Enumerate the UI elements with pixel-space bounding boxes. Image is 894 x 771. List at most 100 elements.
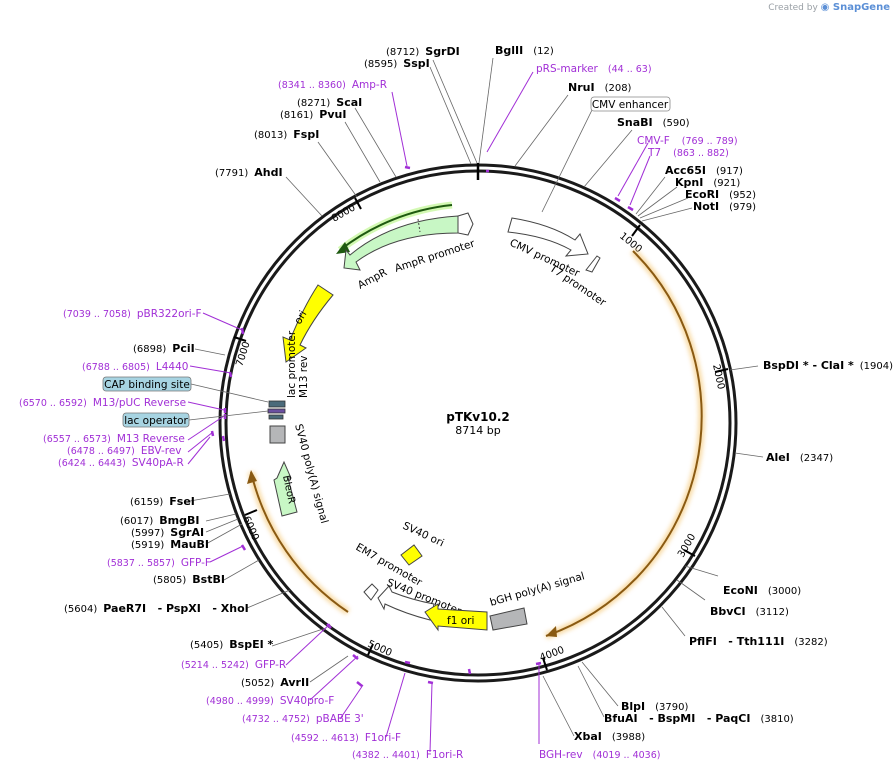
orf-arc-right xyxy=(545,250,703,637)
tick-6000-mark xyxy=(244,509,258,516)
primer-leaders xyxy=(187,71,651,753)
primer-m13-puc-reverse: (6570 .. 6592)M13/pUC Reverse xyxy=(19,397,186,409)
ori-arrow xyxy=(282,284,334,363)
tick-5000-mark xyxy=(367,643,374,656)
tick-2000: 2000 xyxy=(710,363,726,390)
label-sv40-ori: SV40 ori xyxy=(401,520,446,550)
primer-f1ori-r: (4382 .. 4401)F1ori-R xyxy=(352,749,463,761)
t7-promoter-arrow xyxy=(585,255,601,273)
primer-bgh-rev: BGH-rev(4019 .. 4036) xyxy=(539,749,660,761)
primer-labels: pRS-marker(44 .. 63) (8341 .. 8360)Amp-R… xyxy=(19,63,738,761)
cap-binding-site-box xyxy=(102,376,192,392)
label-m13-rev: M13 rev xyxy=(298,355,310,398)
site-leaders xyxy=(189,57,764,737)
label-bgh-polya: bGH poly(A) signal xyxy=(489,570,587,609)
lac-operator-box xyxy=(122,412,190,428)
f1-ori-arrow xyxy=(424,603,488,632)
ampr-promoter-arrow xyxy=(457,212,474,236)
primer-prs-marker: pRS-marker(44 .. 63) xyxy=(536,63,652,75)
site-paqci-group: BfuAI - BspMI - PaqCI(3810) xyxy=(604,712,794,725)
site-bmgbi: (6017)BmgBI xyxy=(120,514,199,527)
site-bspei: (5405)BspEI * xyxy=(190,638,274,651)
primer-cmv-f: CMV-F(769 .. 789) xyxy=(637,135,738,147)
primer-gfp-f: (5837 .. 5857)GFP-F xyxy=(107,557,211,569)
tick-4000-mark xyxy=(542,657,548,671)
tick-7000-mark xyxy=(233,336,247,342)
primer-l4440: (6788 .. 6805)L4440 xyxy=(82,361,188,373)
ampr-arrow xyxy=(343,215,459,271)
m13-rev-mark xyxy=(268,414,284,420)
primer-f1ori-f: (4592 .. 4613)F1ori-F xyxy=(291,732,401,744)
site-econi: EcoNI(3000) xyxy=(723,584,801,597)
primer-pbabe-3: (4732 .. 4752)pBABE 3' xyxy=(242,713,364,725)
label-lac-promoter: lac promoter xyxy=(286,330,298,398)
sv40-ori-box xyxy=(400,544,423,566)
primer-sv40pa-r: (6424 .. 6443)SV40pA-R xyxy=(58,457,184,469)
label-f1-ori: f1 ori xyxy=(447,615,474,627)
cmv-enhancer-box xyxy=(590,96,671,112)
site-xbai: XbaI(3988) xyxy=(574,730,645,743)
site-pvui: (8161)PvuI xyxy=(280,108,346,121)
label-lac-operator: lac operator xyxy=(124,415,188,427)
primer-sv40pro-f: (4980 .. 4999)SV40pro-F xyxy=(206,695,334,707)
boxed-feature-labels: CMV enhancer CAP binding site lac operat… xyxy=(102,96,671,428)
tick-1000: 1000 xyxy=(617,231,644,256)
site-nrui: NruI(208) xyxy=(568,81,632,94)
site-snabi: SnaBI(590) xyxy=(617,116,690,129)
em7-promoter-arrow xyxy=(363,583,379,601)
primer-m13-reverse: (6557 .. 6573)M13 Reverse xyxy=(43,433,185,445)
cap-binding-site-mark xyxy=(268,400,286,408)
site-ecori: EcoRI(952) xyxy=(685,188,756,201)
primer-t7: T7(863 .. 882) xyxy=(647,147,729,159)
bgh-polya-box xyxy=(489,607,528,631)
tick-8000: 8000 xyxy=(330,202,358,224)
label-ori: ori xyxy=(292,309,309,327)
site-pcii: (6898)PciI xyxy=(133,342,195,355)
cmv-promoter-arrow xyxy=(507,217,589,257)
plasmid-length: 8714 bp xyxy=(455,424,500,437)
credit-prefix: Created by xyxy=(768,3,818,13)
lac-operator-mark xyxy=(267,408,286,414)
site-bbvci: BbvCI(3112) xyxy=(710,605,789,618)
snapgene-logo: ◉ SnapGene xyxy=(820,2,890,13)
orange-orf-arcs xyxy=(247,248,706,640)
primer-amp-r: (8341 .. 8360)Amp-R xyxy=(278,79,387,91)
tick-8000-mark xyxy=(354,197,362,210)
site-labels: (8712)SgrDI BglII(12) (8595)SspI NruI(20… xyxy=(64,44,893,743)
site-scai: (8271)ScaI xyxy=(297,96,362,109)
label-cap-binding-site: CAP binding site xyxy=(104,379,190,391)
site-ahdi: (7791)AhdI xyxy=(215,166,283,179)
site-blpi: BlpI(3790) xyxy=(621,700,688,713)
tick-2000-mark xyxy=(714,368,729,373)
credit-brand: SnapGene xyxy=(832,2,890,13)
label-sv40-polya: SV40 poly(A) signal xyxy=(292,423,330,525)
site-fsei: (6159)FseI xyxy=(130,495,195,508)
primer-marks xyxy=(210,165,634,687)
site-xhoi-group: (5604)PaeR7I - PspXI - XhoI xyxy=(64,602,249,615)
sv40-polya-box xyxy=(269,425,286,444)
tick-3000-mark xyxy=(683,549,696,557)
label-ampr: AmpR xyxy=(356,266,389,291)
site-acc65i: Acc65I(917) xyxy=(665,164,743,177)
site-alei: AleI(2347) xyxy=(766,451,833,464)
plasmid-name: pTKv10.2 xyxy=(446,410,510,424)
site-tth111i-group: PflFI - Tth111I(3282) xyxy=(689,635,828,648)
site-fspi: (8013)FspI xyxy=(254,128,319,141)
site-sspi: (8595)SspI xyxy=(364,57,430,70)
label-cmv-enhancer: CMV enhancer xyxy=(592,99,669,111)
tick-1000-mark xyxy=(631,224,641,237)
site-kpni: KpnI(921) xyxy=(675,176,740,189)
site-sgrdi: (8712)SgrDI xyxy=(386,45,460,58)
orf-arc-left xyxy=(250,471,349,613)
primer-ebv-rev: (6478 .. 6497)EBV-rev xyxy=(67,445,182,457)
snapgene-credit: Created by ◉ SnapGene xyxy=(768,2,890,13)
site-avrii: (5052)AvrII xyxy=(241,676,309,689)
site-bspdi-clai: BspDI * - ClaI *(1904) xyxy=(763,359,893,372)
label-ampr-promoter: AmpR promoter xyxy=(393,237,477,274)
site-maubi: (5919)MauBI xyxy=(131,538,209,551)
site-sgrai: (5997)SgrAI xyxy=(131,526,204,539)
site-bglii: BglII(12) xyxy=(495,44,554,57)
primer-pbr322ori-f: (7039 .. 7058)pBR322ori-F xyxy=(63,308,202,320)
site-noti: NotI(979) xyxy=(693,200,756,213)
